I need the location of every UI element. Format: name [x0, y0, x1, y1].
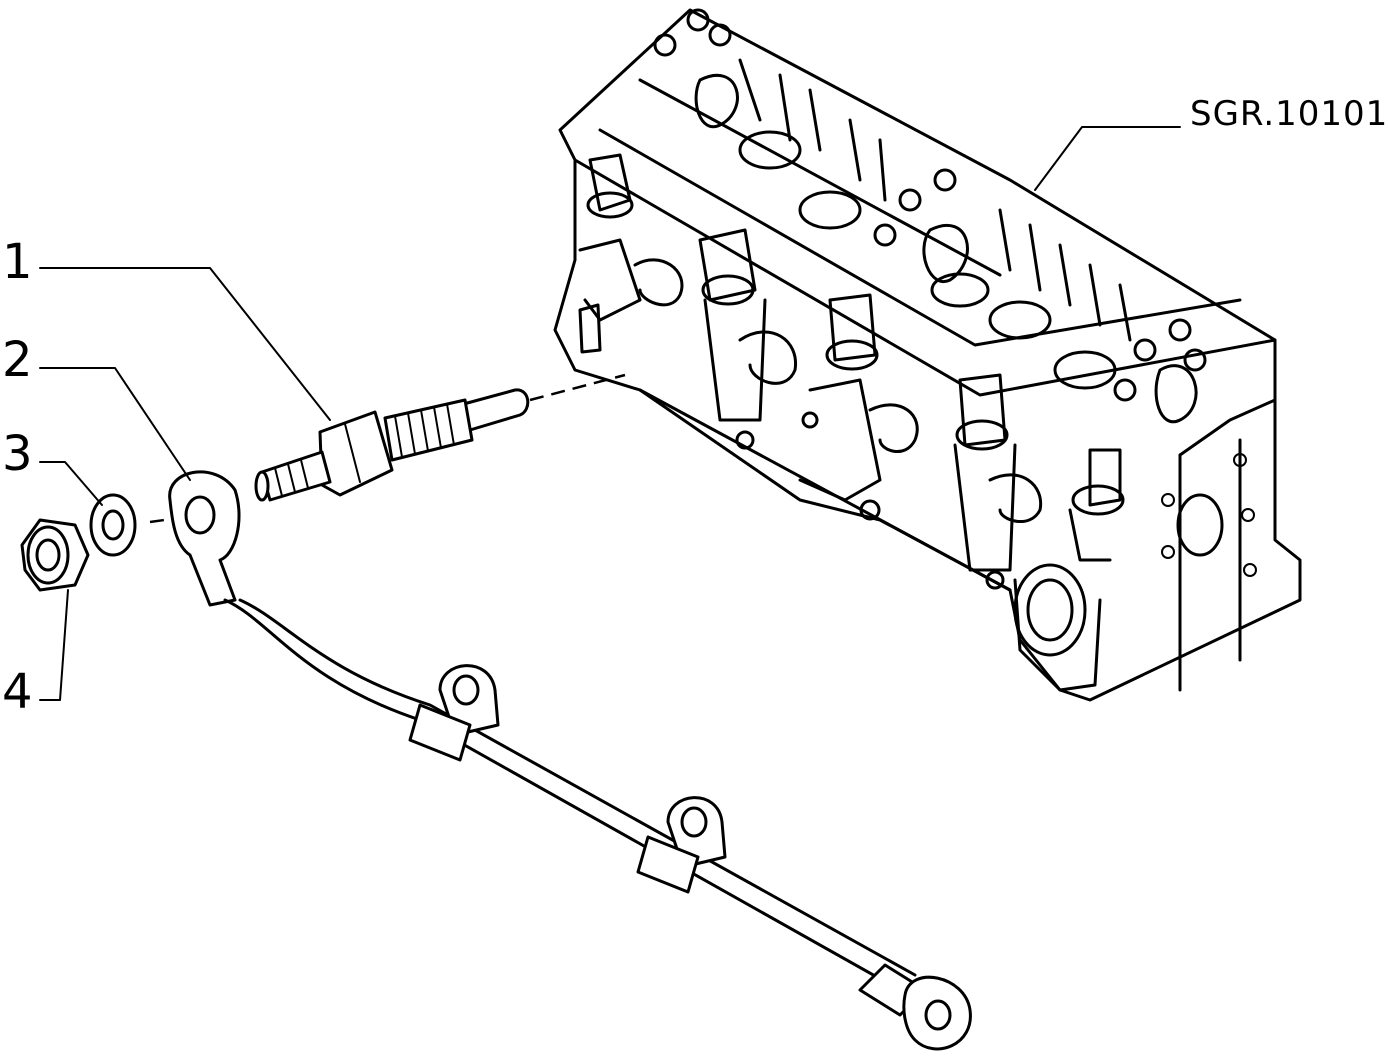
glow-plug — [254, 373, 626, 502]
cylinder-head — [553, 8, 1302, 702]
callout-2: 2 — [2, 332, 33, 388]
leader-line-2 — [39, 367, 191, 481]
nut — [20, 518, 90, 592]
leader-lines — [39, 126, 1181, 701]
leader-line-1 — [39, 267, 331, 421]
leader-line-4 — [39, 589, 69, 701]
callout-1: 1 — [2, 234, 33, 290]
glow-plug-cable — [168, 470, 972, 1051]
callout-3: 3 — [2, 426, 33, 482]
leader-line-3 — [39, 461, 103, 506]
washer — [89, 493, 137, 557]
callout-4: 4 — [2, 664, 33, 720]
leader-line-reference — [1034, 126, 1181, 191]
reference-code: SGR.10101 — [1190, 94, 1388, 134]
